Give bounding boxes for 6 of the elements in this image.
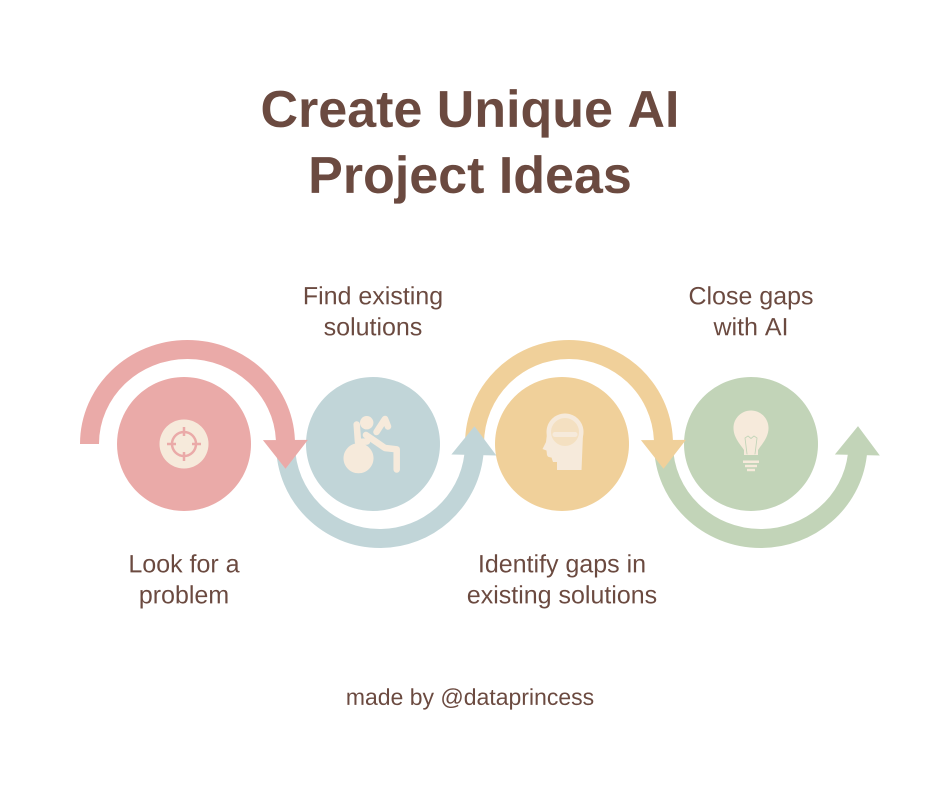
step-label: Identify gaps in existing solutions <box>468 554 656 608</box>
step-label: Find existing solutions <box>304 286 442 336</box>
step-label: Look for a problem <box>130 554 240 608</box>
credit-text: made by @dataprincess <box>347 688 594 710</box>
step-label: Close gaps with AI <box>690 286 813 336</box>
title: Create Unique AI Project Ideas <box>262 89 676 204</box>
